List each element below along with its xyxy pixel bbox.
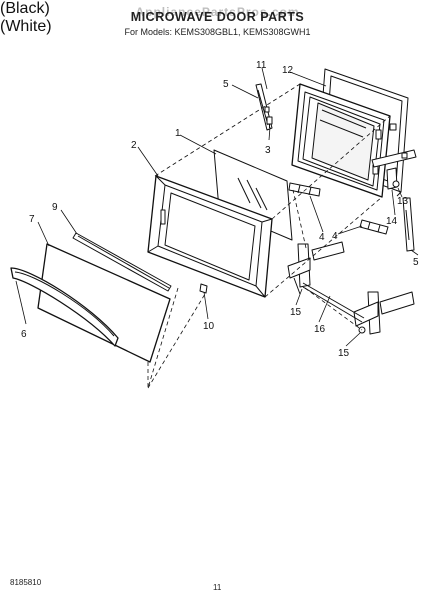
part-15-hinge-right bbox=[353, 291, 415, 335]
part-11-door-frame bbox=[291, 83, 397, 198]
part-15-hinge-left bbox=[287, 241, 345, 295]
part-4-hinge-bracket-lower bbox=[359, 219, 389, 235]
part-4-hinge-bracket-upper bbox=[288, 182, 321, 197]
callout-10: 10 bbox=[203, 321, 215, 332]
callout-12: 12 bbox=[282, 65, 294, 76]
part-7-front-panel bbox=[37, 243, 171, 363]
callout-16: 16 bbox=[314, 324, 326, 335]
callout-2: 2 bbox=[131, 140, 137, 151]
part-13-screw bbox=[392, 180, 400, 188]
callout-13: 13 bbox=[397, 196, 409, 207]
finish-black-label: (Black) bbox=[0, 0, 50, 17]
callout-14: 14 bbox=[386, 216, 398, 227]
callout-4-lower: 4 bbox=[332, 231, 338, 242]
callout-11: 11 bbox=[256, 60, 267, 71]
callout-1: 1 bbox=[175, 128, 181, 139]
callout-6: 6 bbox=[21, 329, 27, 340]
part-10-clip bbox=[199, 283, 208, 294]
part-14-latch-bracket bbox=[371, 149, 417, 190]
callout-5-upper: 5 bbox=[223, 79, 229, 90]
diagram-title: MICROWAVE DOOR PARTS bbox=[130, 10, 305, 24]
finish-white-label: (White) bbox=[0, 18, 52, 35]
assembly-guide-lines bbox=[147, 83, 391, 389]
callout-7: 7 bbox=[29, 214, 35, 225]
callout-9: 9 bbox=[52, 202, 58, 213]
part-3-screw bbox=[266, 116, 273, 128]
callout-4-upper: 4 bbox=[319, 232, 325, 243]
part-6-door-handle bbox=[10, 267, 119, 347]
part-16-hinge-link bbox=[302, 282, 365, 323]
part-9-trim-strip bbox=[72, 232, 172, 292]
part-1-glass-panel bbox=[213, 149, 293, 241]
leader-lines bbox=[15, 67, 419, 347]
watermark: AppliancePartsPros.com bbox=[135, 5, 300, 19]
footer-part-code: 8185810 bbox=[10, 578, 42, 587]
footer-page-number: 11 bbox=[213, 583, 222, 592]
part-5-hinge-right bbox=[402, 197, 415, 252]
callout-15-left: 15 bbox=[290, 307, 302, 318]
callout-3: 3 bbox=[265, 145, 271, 156]
callout-15-right: 15 bbox=[338, 348, 350, 359]
callout-labels: 1 2 3 4 4 5 5 6 7 9 10 11 12 13 14 15 15… bbox=[21, 60, 419, 359]
callout-5-right: 5 bbox=[413, 257, 419, 268]
model-numbers: For Models: KEMS308GBL1, KEMS308GWH1 bbox=[124, 27, 311, 37]
